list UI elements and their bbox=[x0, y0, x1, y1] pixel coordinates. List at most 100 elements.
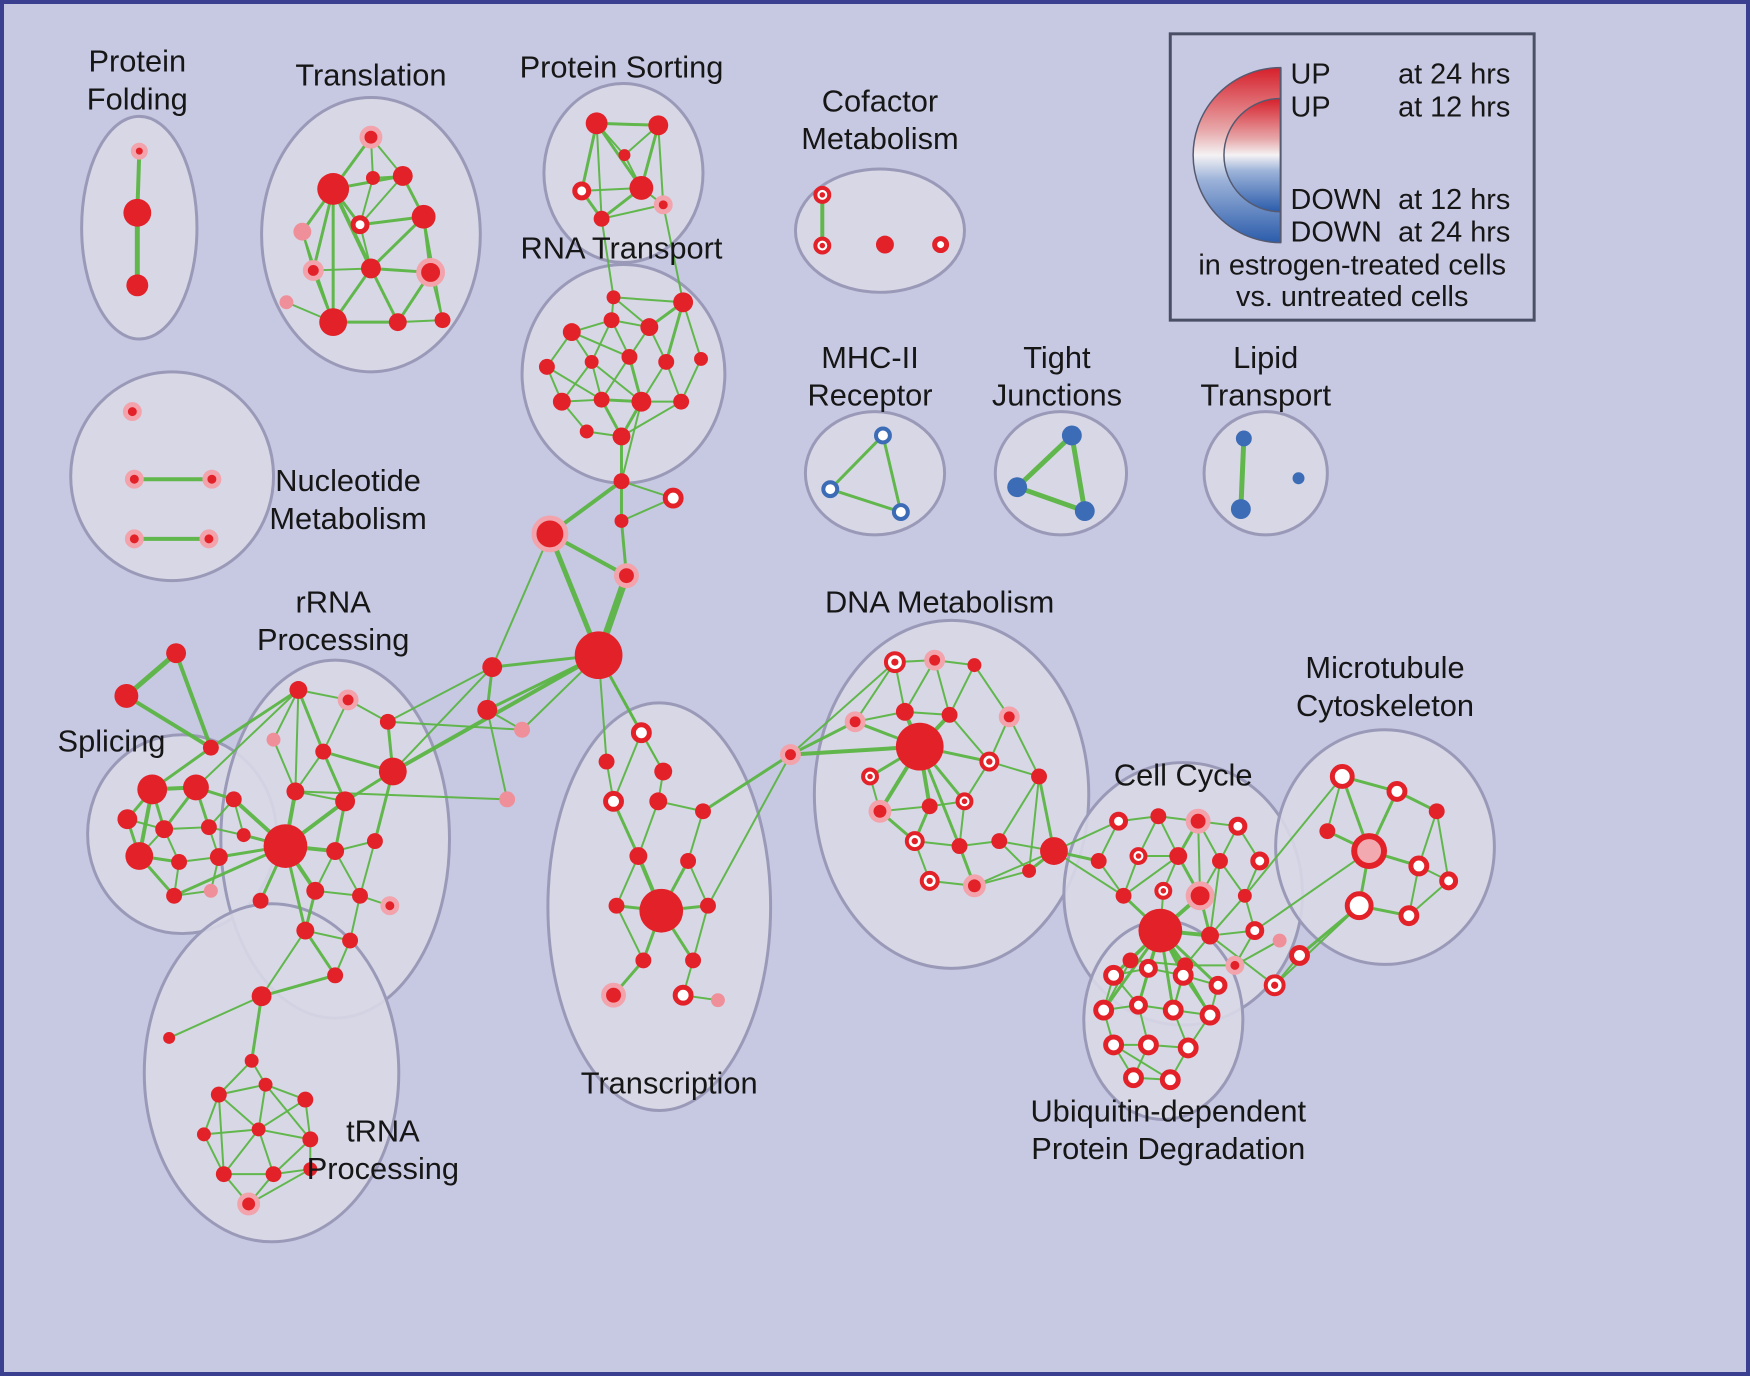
network-node bbox=[700, 897, 716, 914]
network-edge bbox=[881, 433, 903, 514]
legend-inner-ring-12hrs bbox=[1223, 97, 1282, 213]
network-edge bbox=[257, 1083, 267, 1131]
cluster-label-tight-junctions: Tight bbox=[1023, 340, 1091, 375]
legend-time-3: at 24 hrs bbox=[1398, 217, 1510, 249]
network-node bbox=[1007, 477, 1028, 498]
node-center-dot bbox=[926, 877, 933, 885]
network-node bbox=[1230, 499, 1251, 519]
network-node bbox=[1150, 808, 1167, 825]
network-node bbox=[263, 824, 308, 868]
legend-direction-2: DOWN bbox=[1291, 184, 1382, 216]
network-node bbox=[895, 722, 944, 771]
network-node bbox=[251, 986, 272, 1007]
network-node bbox=[265, 1166, 282, 1183]
network-edge bbox=[386, 720, 524, 731]
network-node bbox=[303, 1162, 318, 1177]
network-node bbox=[593, 391, 610, 408]
network-node bbox=[1138, 958, 1158, 978]
network-node bbox=[1439, 871, 1459, 891]
network-node bbox=[932, 236, 950, 254]
cluster-label-transcription: Transcription bbox=[581, 1066, 758, 1101]
network-node bbox=[1074, 501, 1095, 521]
network-node bbox=[648, 115, 669, 136]
network-edge bbox=[486, 708, 509, 801]
network-edge bbox=[202, 1128, 260, 1136]
network-node bbox=[126, 274, 149, 297]
node-center-dot bbox=[911, 837, 918, 845]
network-node bbox=[612, 427, 631, 446]
cluster-label-splicing: Splicing bbox=[58, 724, 166, 759]
network-node bbox=[1138, 908, 1183, 953]
network-node bbox=[1122, 952, 1139, 969]
network-node bbox=[629, 175, 654, 200]
network-node bbox=[514, 721, 531, 738]
network-node bbox=[1289, 944, 1310, 966]
cluster-label-protein-folding: Protein bbox=[89, 44, 187, 79]
cluster-label-protein-sorting: Protein Sorting bbox=[520, 50, 724, 85]
network-edge bbox=[706, 753, 792, 907]
network-node bbox=[1159, 1069, 1181, 1091]
network-node bbox=[1185, 808, 1211, 834]
network-node bbox=[1177, 1037, 1199, 1059]
cluster-label-microtubule-cytoskeleton: Cytoskeleton bbox=[1296, 688, 1474, 723]
network-node bbox=[359, 125, 383, 149]
network-node bbox=[1386, 780, 1408, 802]
network-node bbox=[350, 215, 370, 235]
network-node bbox=[327, 967, 344, 984]
cluster-label-tight-junctions: Junctions bbox=[992, 378, 1122, 413]
network-node bbox=[639, 888, 684, 933]
network-node bbox=[1344, 891, 1374, 921]
legend-box bbox=[1168, 32, 1536, 322]
network-node bbox=[293, 222, 312, 241]
network-node bbox=[1031, 768, 1047, 785]
network-node bbox=[603, 790, 624, 812]
network-node bbox=[1103, 1034, 1125, 1056]
network-node bbox=[621, 348, 638, 365]
network-node bbox=[1199, 1004, 1221, 1026]
network-node bbox=[155, 820, 174, 839]
network-node bbox=[614, 563, 639, 589]
network-node bbox=[434, 312, 451, 329]
network-node bbox=[335, 791, 356, 812]
network-node bbox=[1208, 975, 1228, 995]
cluster-label-cofactor-metabolism: Cofactor bbox=[822, 83, 938, 118]
cluster-label-microtubule-cytoskeleton: Microtubule bbox=[1305, 650, 1464, 685]
node-center-dot bbox=[819, 242, 826, 249]
network-node bbox=[951, 838, 968, 855]
network-node bbox=[199, 529, 219, 549]
network-node bbox=[1061, 425, 1082, 446]
network-node bbox=[237, 1192, 261, 1216]
network-node bbox=[306, 881, 325, 900]
network-node bbox=[579, 424, 594, 439]
network-node bbox=[1319, 823, 1336, 840]
network-node bbox=[163, 1031, 176, 1044]
network-edge bbox=[369, 266, 400, 324]
network-edge bbox=[595, 122, 603, 220]
network-node bbox=[1408, 855, 1430, 877]
network-node bbox=[673, 393, 690, 410]
network-node bbox=[673, 292, 694, 313]
network-node bbox=[482, 657, 503, 678]
network-edge bbox=[789, 661, 896, 756]
network-node bbox=[614, 514, 629, 528]
node-center-dot bbox=[986, 758, 993, 765]
network-node bbox=[921, 798, 938, 815]
network-node bbox=[967, 658, 982, 673]
network-node bbox=[365, 171, 380, 185]
network-edge bbox=[247, 1168, 312, 1205]
network-edge bbox=[386, 666, 494, 723]
cluster-ellipse-trna-processing bbox=[142, 902, 401, 1244]
network-edge bbox=[250, 994, 264, 1063]
network-edge bbox=[1014, 432, 1075, 490]
network-node bbox=[844, 711, 866, 733]
network-node bbox=[125, 842, 154, 870]
cluster-label-ubiquitin-degradation: Ubiquitin-dependent bbox=[1030, 1093, 1306, 1128]
cluster-ellipse-nucleotide-metabolism bbox=[69, 370, 276, 583]
network-edge bbox=[491, 532, 551, 669]
network-edge bbox=[359, 175, 404, 226]
network-node bbox=[236, 828, 251, 843]
network-edge bbox=[600, 217, 615, 299]
cluster-label-mhc-ii-receptor: MHC-II bbox=[821, 340, 919, 375]
cluster-ellipse-mhc-ii-receptor bbox=[803, 410, 947, 537]
legend-caption-1: vs. untreated cells bbox=[1236, 281, 1468, 313]
